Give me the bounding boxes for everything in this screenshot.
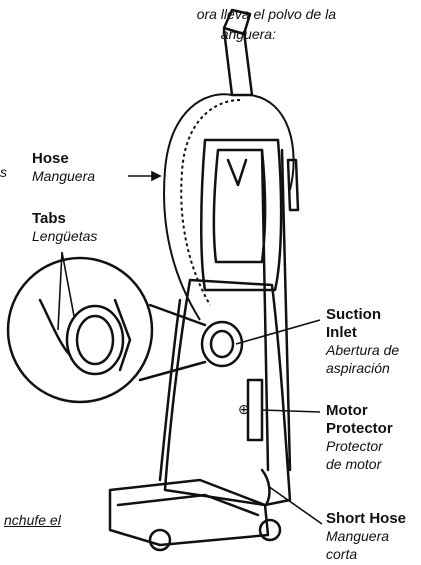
motor-protector-symbol: ⊕ xyxy=(238,401,250,417)
intro-line-1: ora lleva el polvo de la xyxy=(197,6,336,22)
intro-line-2: anguera: xyxy=(221,26,276,42)
motor-protector xyxy=(248,380,262,440)
suction-inlet-label-2: Inlet xyxy=(326,324,357,341)
short-hose-label: Short Hose xyxy=(326,510,406,527)
nozzle xyxy=(110,480,268,545)
front-wheel xyxy=(150,530,170,550)
tabs-label-es: Lengüetas xyxy=(32,228,97,244)
bag-door xyxy=(228,160,246,185)
tabs-label: Tabs xyxy=(32,210,66,227)
lower-body xyxy=(165,280,290,505)
short-hose-es-2: corta xyxy=(326,546,357,562)
motor-protector-label-1: Motor xyxy=(326,402,368,419)
short-hose-leader xyxy=(268,486,322,524)
short-hose xyxy=(262,470,269,505)
hose-label-es: Manguera xyxy=(32,168,95,184)
bottom-text: nchufe el xyxy=(4,512,61,528)
motor-protector-label-2: Protector xyxy=(326,420,393,437)
hose-label: Hose xyxy=(32,150,69,167)
motor-protector-es-1: Protector xyxy=(326,438,383,454)
suction-inlet-es-2: aspiración xyxy=(326,360,390,376)
tabs-leader-2 xyxy=(62,252,74,316)
magnify-circle xyxy=(8,258,152,402)
motor-leader xyxy=(262,410,320,412)
tabs-leader-1 xyxy=(58,252,62,330)
suction-inlet-es-1: Abertura de xyxy=(326,342,399,358)
short-hose-es-1: Manguera xyxy=(326,528,389,544)
motor-protector-es-2: de motor xyxy=(326,456,381,472)
edge-fragment: s xyxy=(0,164,7,180)
bag-window xyxy=(214,150,265,262)
hose-coil-outer xyxy=(164,94,232,320)
rear-wheel xyxy=(260,520,280,540)
side-trim xyxy=(160,300,180,480)
suction-inlet-label-1: Suction xyxy=(326,306,381,323)
nozzle-top xyxy=(118,495,258,515)
